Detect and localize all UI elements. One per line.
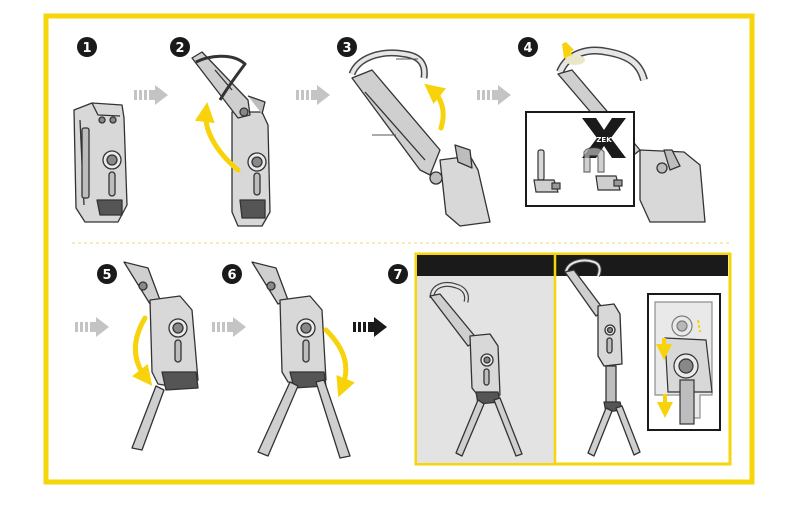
yellow-rotate-arrow-icon [323,327,355,398]
step7-left-header [417,255,554,276]
gray-dashed-arrow-icon [134,85,168,105]
gray-dashed-arrow-icon [75,317,109,337]
yellow-down-arrow-icon [697,319,701,333]
step-number-2: 2 [175,41,184,56]
outer-border [43,13,755,485]
press-down-arrow-icon [562,42,578,60]
black-dashed-arrow-icon [353,317,387,337]
step-number-7: 7 [393,268,402,283]
step7-standing-unit [429,282,523,457]
step7-right-header [556,255,728,276]
step7-extended-unit [564,258,641,457]
gray-dashed-arrow-icon [296,85,330,105]
step7-outer-frame [414,252,732,466]
yellow-rotate-arrow-icon [194,102,241,173]
step3-hook-extended [348,49,491,227]
step-badge-7: 7 [388,264,408,284]
ghost-hook [565,55,585,65]
step1-folded-unit [73,102,128,223]
step-badge-1: 1 [77,37,97,57]
step-badge-3: 3 [337,37,357,57]
yellow-rotate-arrow-icon [131,315,153,386]
step-badge-6: 6 [222,264,242,284]
step-badge-5: 5 [97,264,117,284]
step4-detail-inset: ZEK [525,111,635,207]
step-number-5: 5 [102,268,111,283]
gray-dashed-arrow-icon [212,317,246,337]
step6-legs-open [251,261,351,459]
step2-unfolding [191,51,271,227]
yellow-rotate-arrow-icon [424,83,447,131]
step7-detail-inset [647,293,721,431]
inset-logo-text: ZEK [596,136,612,144]
step5-leg-deploy [123,261,199,451]
step-number-4: 4 [523,41,532,56]
step-number-3: 3 [342,41,351,56]
step-number-1: 1 [82,41,91,56]
step-badge-2: 2 [170,37,190,57]
gray-dashed-arrow-icon [477,85,511,105]
step-number-6: 6 [227,268,236,283]
step-badge-4: 4 [518,37,538,57]
